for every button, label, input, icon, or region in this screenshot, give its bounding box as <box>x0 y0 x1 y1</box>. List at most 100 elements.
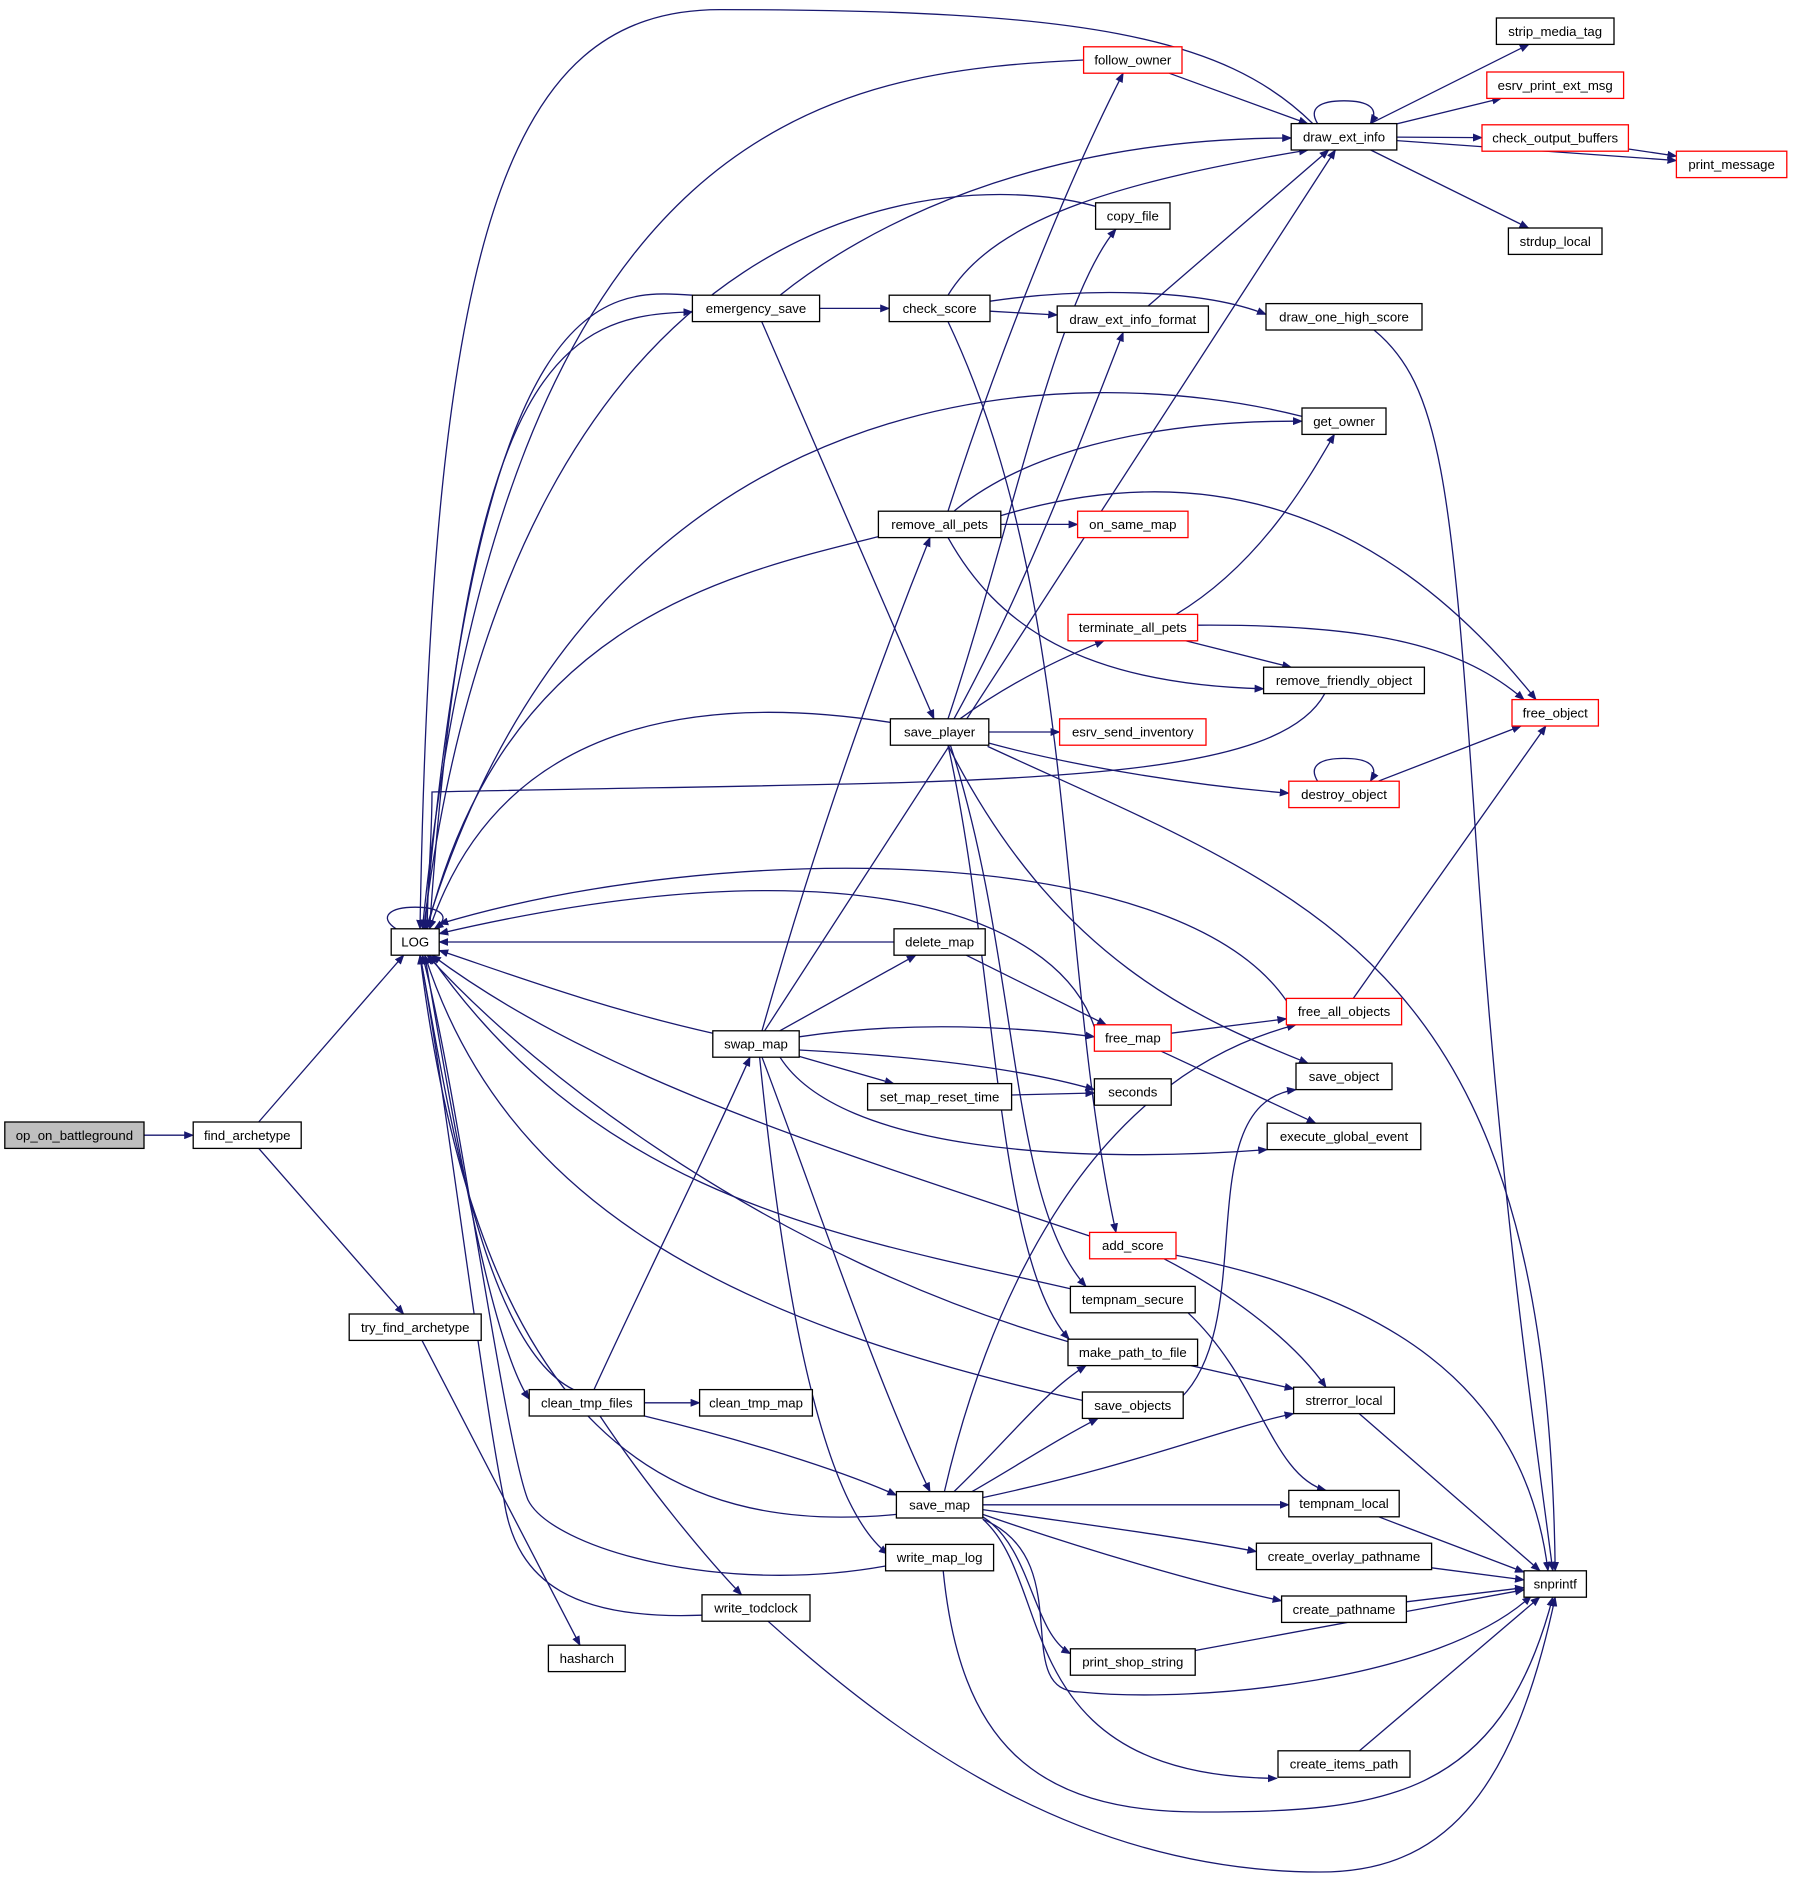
node-clean_tmp_map[interactable]: clean_tmp_map <box>698 1388 814 1417</box>
edge-swap_map-to-delete_map <box>779 954 917 1032</box>
node-get_owner[interactable]: get_owner <box>1301 407 1387 436</box>
node-save_object[interactable]: save_object <box>1295 1062 1393 1091</box>
node-box <box>1069 1648 1196 1676</box>
node-follow_owner[interactable]: follow_owner <box>1082 46 1183 74</box>
node-esrv_print_ext_msg[interactable]: esrv_print_ext_msg <box>1486 71 1625 100</box>
node-copy_file[interactable]: copy_file <box>1094 202 1171 230</box>
node-label: remove_friendly_object <box>1276 673 1413 688</box>
node-box <box>1056 305 1210 334</box>
node-box <box>889 718 990 746</box>
node-strip_media_tag[interactable]: strip_media_tag <box>1495 17 1615 46</box>
node-delete_map[interactable]: delete_map <box>893 928 986 956</box>
edge-delete_map-to-free_map <box>965 954 1108 1026</box>
node-box <box>1292 1386 1396 1415</box>
edge-draw_ext_info-to-strip_media_tag <box>1370 43 1530 125</box>
node-save_player[interactable]: save_player <box>889 718 990 746</box>
node-strerror_local[interactable]: strerror_local <box>1292 1386 1396 1415</box>
node-box <box>1067 613 1199 642</box>
node-print_message[interactable]: print_message <box>1675 150 1788 179</box>
edge-emergency_save-to-LOG <box>421 293 693 930</box>
node-draw_ext_info_format[interactable]: draw_ext_info_format <box>1056 305 1210 334</box>
edge-terminate_all_pets-to-remove_friendly_object <box>1185 640 1293 669</box>
edge-copy_file-to-LOG <box>420 193 1096 930</box>
edge-write_map_log-to-LOG <box>420 954 886 1576</box>
node-tempnam_local[interactable]: tempnam_local <box>1288 1489 1400 1518</box>
edge-write_todclock-to-LOG <box>417 954 703 1617</box>
edge-swap_map-to-draw_ext_info <box>764 149 1336 1032</box>
node-clean_tmp_files[interactable]: clean_tmp_files <box>528 1388 646 1417</box>
edge-create_pathname-to-snprintf <box>1406 1584 1525 1603</box>
node-snprintf[interactable]: snprintf <box>1523 1570 1588 1598</box>
node-strdup_local[interactable]: strdup_local <box>1507 227 1603 256</box>
node-save_map[interactable]: save_map <box>895 1490 984 1519</box>
node-hasharch[interactable]: hasharch <box>547 1644 626 1673</box>
edge-save_player-to-snprintf <box>987 745 1560 1572</box>
node-box <box>1523 1570 1588 1598</box>
node-free_object[interactable]: free_object <box>1511 698 1600 727</box>
node-label: follow_owner <box>1094 53 1172 68</box>
edge-draw_ext_info-to-strdup_local <box>1370 149 1530 229</box>
edge-emergency_save-to-save_player <box>761 321 935 720</box>
node-set_map_reset_time[interactable]: set_map_reset_time <box>866 1082 1013 1111</box>
node-label: draw_ext_info <box>1303 129 1385 144</box>
node-box <box>884 1543 995 1572</box>
node-draw_one_high_score[interactable]: draw_one_high_score <box>1265 302 1423 331</box>
node-box <box>877 510 1002 539</box>
node-execute_global_event[interactable]: execute_global_event <box>1266 1122 1422 1151</box>
node-tempnam_secure[interactable]: tempnam_secure <box>1069 1285 1196 1314</box>
edge-check_output_buffers-to-print_message <box>1628 148 1678 159</box>
node-box <box>1481 124 1630 152</box>
edge-find_archetype-to-LOG <box>258 954 405 1123</box>
node-box <box>1058 718 1207 746</box>
node-box <box>1082 46 1183 74</box>
node-write_todclock[interactable]: write_todclock <box>701 1594 811 1622</box>
node-destroy_object[interactable]: destroy_object <box>1288 780 1400 809</box>
edge-swap_map-to-remove_all_pets <box>761 536 931 1031</box>
node-make_path_to_file[interactable]: make_path_to_file <box>1067 1338 1199 1367</box>
node-check_output_buffers[interactable]: check_output_buffers <box>1481 124 1630 152</box>
node-remove_friendly_object[interactable]: remove_friendly_object <box>1262 666 1426 695</box>
edge-follow_owner-to-draw_ext_info <box>1168 72 1309 125</box>
node-emergency_save[interactable]: emergency_save <box>691 294 821 323</box>
node-create_overlay_pathname[interactable]: create_overlay_pathname <box>1255 1542 1433 1571</box>
node-write_map_log[interactable]: write_map_log <box>884 1543 995 1572</box>
node-swap_map[interactable]: swap_map <box>712 1030 800 1058</box>
node-free_all_objects[interactable]: free_all_objects <box>1285 997 1403 1026</box>
node-remove_all_pets[interactable]: remove_all_pets <box>877 510 1002 539</box>
edge-destroy_object-to-destroy_object <box>1313 757 1379 783</box>
edge-get_owner-to-LOG <box>424 391 1303 930</box>
node-save_objects[interactable]: save_objects <box>1081 1391 1184 1420</box>
node-free_map[interactable]: free_map <box>1093 1024 1172 1052</box>
node-box <box>348 1313 482 1342</box>
node-add_score[interactable]: add_score <box>1088 1231 1177 1260</box>
node-label: terminate_all_pets <box>1079 620 1187 635</box>
node-create_items_path[interactable]: create_items_path <box>1277 1750 1411 1778</box>
node-seconds[interactable]: seconds <box>1093 1078 1172 1106</box>
edge-write_todclock-to-snprintf <box>767 1596 1558 1873</box>
edge-save_player-to-tempnam_secure <box>949 744 1087 1288</box>
node-esrv_send_inventory[interactable]: esrv_send_inventory <box>1058 718 1207 746</box>
edge-terminate_all_pets-to-free_object <box>1197 624 1525 701</box>
node-box <box>1288 1489 1400 1518</box>
edge-save_player-to-copy_file <box>947 228 1117 720</box>
edge-make_path_to_file-to-strerror_local <box>1190 1364 1295 1391</box>
node-find_archetype[interactable]: find_archetype <box>192 1121 302 1150</box>
node-terminate_all_pets[interactable]: terminate_all_pets <box>1067 613 1199 642</box>
node-box <box>895 1490 984 1519</box>
node-LOG[interactable]: LOG <box>390 928 440 956</box>
node-check_score[interactable]: check_score <box>888 294 991 323</box>
node-create_pathname[interactable]: create_pathname <box>1280 1595 1408 1624</box>
node-print_shop_string[interactable]: print_shop_string <box>1069 1648 1196 1676</box>
edge-remove_all_pets-to-follow_owner <box>947 72 1124 512</box>
node-on_same_map[interactable]: on_same_map <box>1076 510 1189 539</box>
node-op_on_battleground[interactable]: op_on_battleground <box>4 1121 145 1150</box>
edge-create_items_path-to-snprintf <box>1359 1596 1541 1752</box>
node-draw_ext_info[interactable]: draw_ext_info <box>1290 122 1398 151</box>
edge-swap_map-to-free_map <box>799 1026 1096 1040</box>
node-label: make_path_to_file <box>1079 1345 1187 1360</box>
edge-save_objects-to-LOG <box>423 954 1083 1402</box>
node-try_find_archetype[interactable]: try_find_archetype <box>348 1313 482 1342</box>
edge-save_map-to-strerror_local <box>982 1411 1295 1499</box>
edge-remove_all_pets-to-LOG <box>425 535 880 930</box>
node-box <box>698 1388 814 1417</box>
